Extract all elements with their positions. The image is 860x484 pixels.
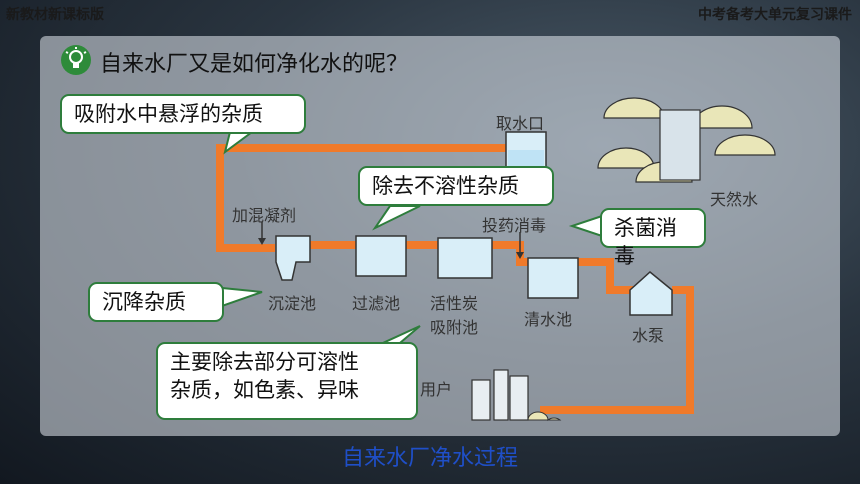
label-coagulant: 加混凝剂 (232, 206, 297, 225)
label-carbon-2: 吸附池 (430, 318, 479, 337)
callout-adsorb: 吸附水中悬浮的杂质 (60, 94, 306, 134)
callout-remove-insoluble: 除去不溶性杂质 (358, 166, 554, 206)
callout-sterilize: 杀菌消毒 (600, 208, 706, 268)
pipe (490, 241, 530, 266)
header-left: 新教材新课标版 (6, 7, 104, 23)
filtration-tank (355, 235, 407, 277)
pipe (216, 144, 510, 252)
caption: 自来水厂净水过程 (341, 446, 518, 471)
label-natural-water: 天然水 (710, 190, 759, 209)
question-text: 自来水厂又是如何净化水的呢？ (100, 52, 409, 77)
header-right: 中考备考大单元复习课件 (698, 7, 852, 23)
lightbulb-icon (60, 44, 92, 76)
trees (597, 97, 776, 183)
label-clear-water: 清水池 (524, 310, 573, 329)
sedimentation-tank (275, 235, 311, 281)
pump (629, 271, 673, 316)
label-intake: 取水口 (496, 114, 545, 133)
user-buildings (471, 369, 529, 421)
carbon-tank (437, 237, 493, 279)
callout-soluble: 主要除去部分可溶性 杂质，如色素、异味 (156, 342, 418, 420)
callout-settle: 沉降杂质 (88, 282, 224, 322)
label-pump: 水泵 (632, 326, 665, 345)
label-filtration: 过滤池 (352, 294, 401, 313)
callout-soluble-line2: 杂质，如色素、异味 (170, 378, 359, 403)
pipe (575, 258, 635, 294)
callout-soluble-line1: 主要除去部分可溶性 (170, 350, 359, 374)
label-disinfect: 投药消毒 (482, 216, 547, 235)
label-carbon-1: 活性炭 (430, 294, 479, 313)
clear-water-tank (527, 257, 579, 299)
pipe (540, 286, 694, 414)
label-sedimentation: 沉淀池 (268, 294, 317, 313)
label-user: 用户 (420, 380, 453, 399)
